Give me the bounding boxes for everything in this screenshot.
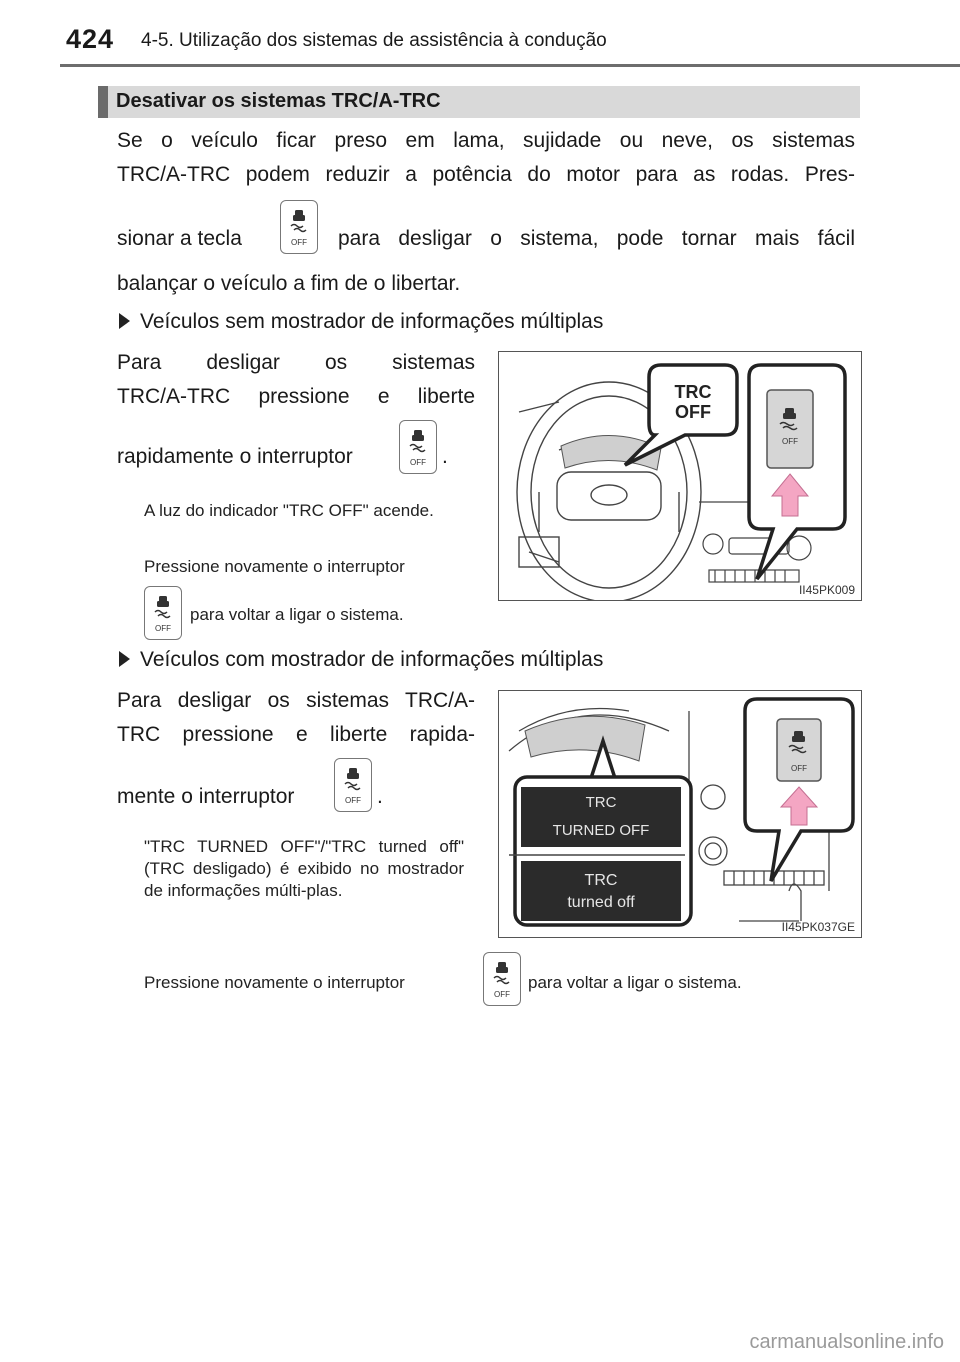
- intro-line-4: balançar o veículo a fim de o libertar.: [117, 272, 461, 295]
- svg-text:turned off: turned off: [567, 894, 635, 911]
- triangle-bullet-icon: [119, 313, 130, 329]
- triangle-bullet-icon: [119, 651, 130, 667]
- chapter-title: 4-5. Utilização dos sistemas de assistên…: [141, 30, 607, 51]
- case-b-note-2-after: para voltar a ligar o sistema.: [528, 973, 742, 992]
- section-title: Desativar os sistemas TRC/A-TRC: [116, 90, 441, 112]
- trc-off-switch-icon: OFF: [144, 586, 182, 640]
- svg-text:TRC: TRC: [586, 794, 617, 811]
- trc-off-switch-icon: OFF: [334, 758, 372, 812]
- figure-dashboard-multi-display: TRC TURNED OFF TRC turned off OFF II45PK…: [498, 690, 862, 938]
- case-a-line-3: rapidamente o interruptor: [117, 445, 353, 468]
- case-b-note-1: "TRC TURNED OFF"/"TRC turned off" (TRC d…: [144, 837, 464, 900]
- svg-text:OFF: OFF: [345, 796, 361, 805]
- trc-off-switch-icon: OFF: [483, 952, 521, 1006]
- svg-text:OFF: OFF: [791, 764, 807, 773]
- svg-text:OFF: OFF: [410, 458, 426, 467]
- section-accent: [98, 86, 108, 118]
- case-a-line-2: TRC/A-TRC pressione e liberte: [117, 385, 475, 408]
- svg-text:OFF: OFF: [782, 437, 798, 446]
- case-a-line-3-end: .: [442, 445, 448, 468]
- figure-dashboard-trc-off: TRC OFF OFF II45PK009: [498, 351, 862, 601]
- case-a-note-2-line-2: para voltar a ligar o sistema.: [190, 605, 404, 624]
- header-rule: [60, 64, 960, 67]
- section-title-bar: Desativar os sistemas TRC/A-TRC: [98, 86, 860, 118]
- watermark: carmanualsonline.info: [749, 1331, 944, 1353]
- case-a-heading: Veículos sem mostrador de informações mú…: [119, 310, 603, 334]
- case-a-note-1: A luz do indicador "TRC OFF" acende.: [144, 501, 434, 520]
- case-b-line-3: mente o interruptor: [117, 785, 295, 808]
- case-b-line-1: Para desligar os sistemas TRC/A-: [117, 689, 475, 712]
- intro-line-3b: para desligar o sistema, pode tornar mai…: [338, 227, 855, 250]
- figure-code: II45PK009: [798, 583, 855, 597]
- case-b-heading: Veículos com mostrador de informações mú…: [119, 648, 603, 672]
- svg-text:OFF: OFF: [155, 624, 171, 633]
- intro-line-3a: sionar a tecla: [117, 227, 242, 250]
- case-b-line-3-end: .: [377, 785, 383, 808]
- case-a-line-1: Para desligar os sistemas: [117, 351, 475, 374]
- page-number: 424: [66, 24, 115, 54]
- svg-text:OFF: OFF: [291, 238, 307, 247]
- trc-off-switch-icon: OFF: [399, 420, 437, 474]
- case-b-line-2: TRC pressione e liberte rapida-: [117, 723, 475, 746]
- svg-text:TRC: TRC: [585, 872, 618, 889]
- svg-text:OFF: OFF: [494, 990, 510, 999]
- intro-line-1: Se o veículo ficar preso em lama, sujida…: [117, 129, 855, 152]
- trc-off-switch-icon: OFF: [280, 200, 318, 254]
- svg-text:TRC: TRC: [675, 382, 712, 402]
- case-b-note-2-before: Pressione novamente o interruptor: [144, 973, 405, 992]
- intro-line-2: TRC/A-TRC podem reduzir a potência do mo…: [117, 163, 855, 186]
- svg-text:TURNED OFF: TURNED OFF: [553, 822, 650, 839]
- figure-code: II45PK037GE: [781, 920, 855, 934]
- case-a-note-2-line-1: Pressione novamente o interruptor: [144, 557, 405, 576]
- svg-text:OFF: OFF: [675, 402, 711, 422]
